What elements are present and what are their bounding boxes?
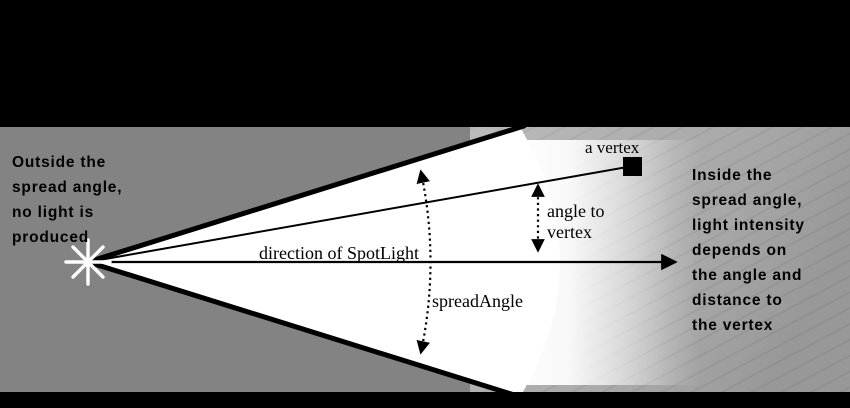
spotlight-cone [88,127,560,392]
cone-upper-edge [85,127,527,265]
square-marker-icon [623,157,642,176]
light-source-core [84,258,92,266]
cone-lower-edge [85,259,514,392]
light-to-vertex-line [87,165,634,263]
spread-angle-arc [416,169,432,355]
